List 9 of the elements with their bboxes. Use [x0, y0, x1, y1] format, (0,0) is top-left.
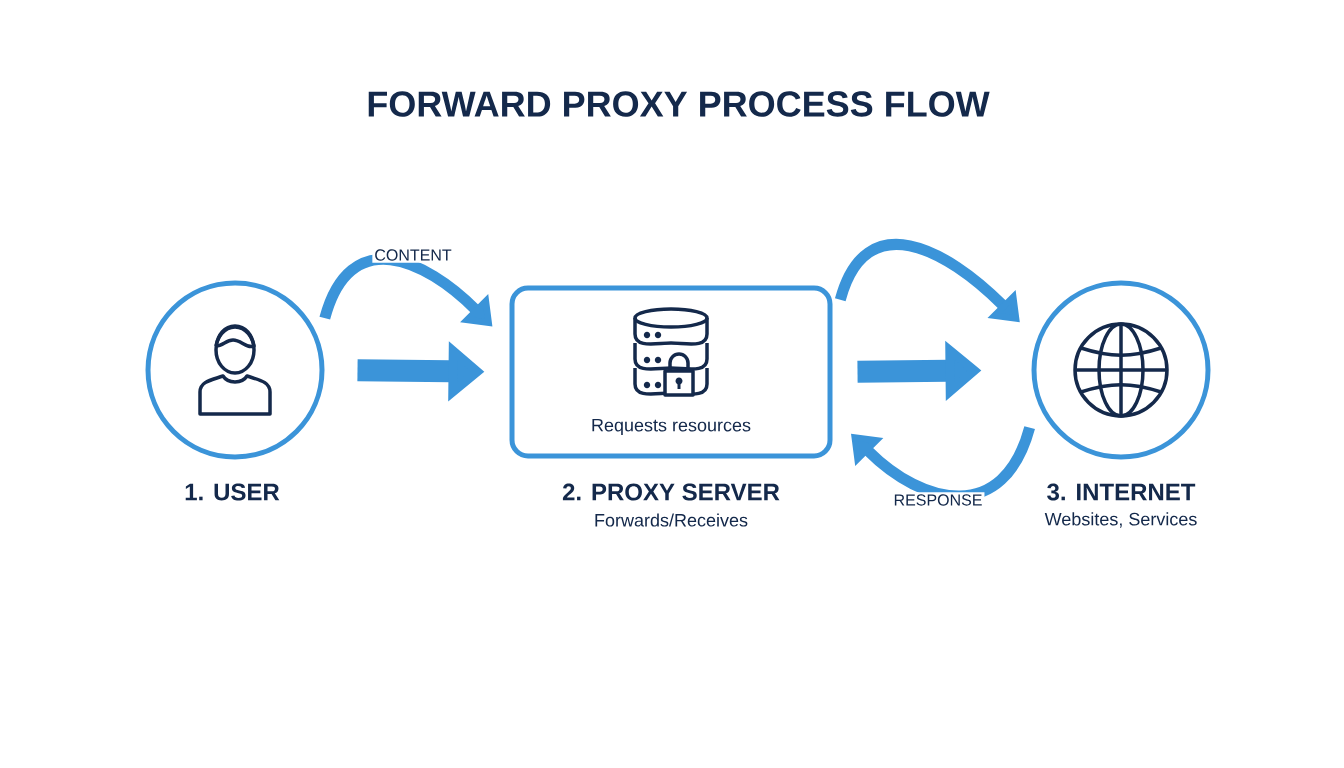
node-caption: Forwards/Receives — [595, 513, 748, 527]
node-heading: 3. INTERNET — [1047, 483, 1196, 501]
edge-label: CONTENT — [372, 247, 454, 263]
node-caption: Websites, Services — [1044, 512, 1197, 528]
node-heading: 1. USER — [185, 483, 280, 501]
node-heading: 2. PROXY SERVER — [562, 483, 780, 501]
title: FORWARD PROXY PROCESS FLOW — [368, 91, 990, 117]
box-text: Requests resources — [592, 418, 751, 436]
edge-label: RESPONSE — [891, 492, 985, 508]
